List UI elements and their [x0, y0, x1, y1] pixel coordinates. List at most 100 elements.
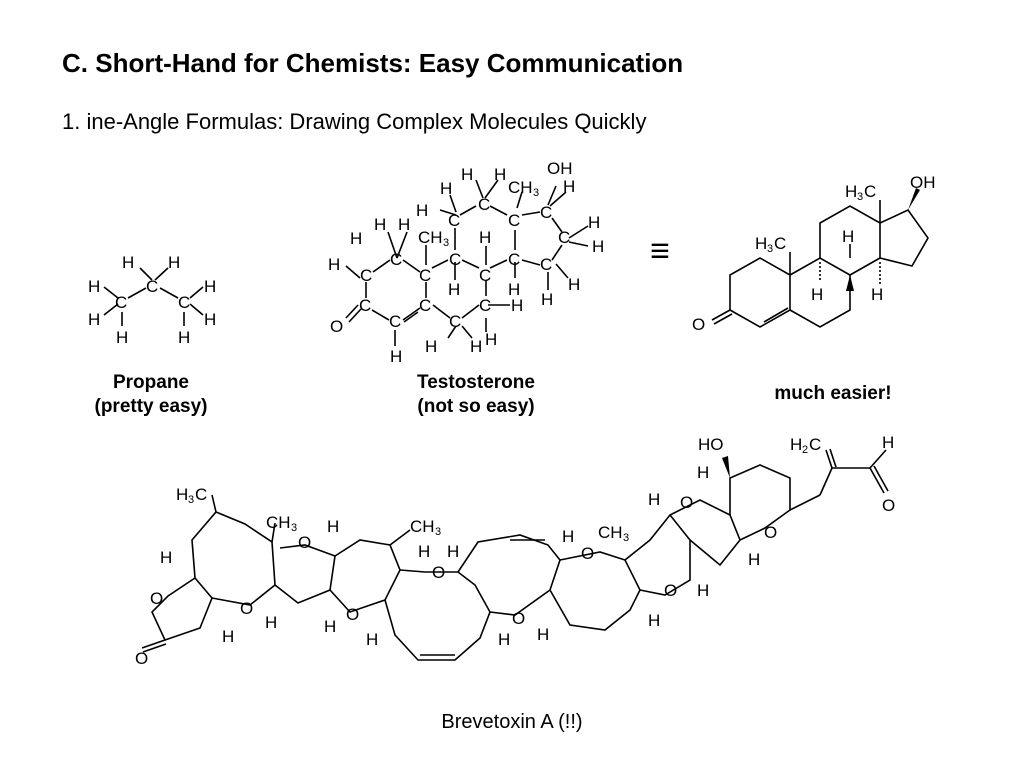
svg-text:H: H	[498, 630, 510, 649]
svg-text:3: 3	[435, 526, 441, 538]
svg-text:C: C	[449, 312, 461, 331]
svg-text:O: O	[432, 563, 445, 582]
svg-text:H: H	[204, 310, 216, 329]
svg-text:C: C	[508, 211, 520, 230]
svg-text:O: O	[298, 533, 311, 552]
svg-text:CH: CH	[410, 517, 435, 536]
line-angle-hydroxyl: OH	[910, 173, 936, 192]
svg-text:C: C	[360, 266, 372, 285]
svg-text:H: H	[882, 433, 894, 452]
slide-title: C. Short-Hand for Chemists: Easy Communi…	[62, 48, 684, 78]
svg-text:2: 2	[802, 444, 808, 456]
svg-text:H: H	[511, 296, 523, 315]
svg-text:O: O	[882, 496, 895, 515]
svg-text:H: H	[697, 463, 709, 482]
svg-text:3: 3	[857, 191, 863, 203]
svg-text:H: H	[537, 625, 549, 644]
svg-text:CH: CH	[598, 523, 623, 542]
testosterone-name: Testosterone	[417, 372, 535, 393]
testosterone-line-angle-structure: O H 3 C H 3 C OH H H H	[692, 173, 936, 334]
svg-text:O: O	[764, 523, 777, 542]
svg-text:CH: CH	[266, 513, 291, 532]
svg-text:H: H	[479, 228, 491, 247]
svg-text:H: H	[374, 215, 386, 234]
propane-structure: C C C H H H H H H H H	[88, 253, 216, 347]
svg-text:O: O	[240, 599, 253, 618]
svg-text:O: O	[680, 493, 693, 512]
svg-text:C: C	[389, 312, 401, 331]
propane-carbon-1: C	[115, 293, 127, 312]
svg-text:H: H	[811, 285, 823, 304]
svg-text:H: H	[648, 490, 660, 509]
svg-text:H: H	[88, 310, 100, 329]
svg-text:H: H	[440, 179, 452, 198]
svg-text:H: H	[168, 253, 180, 272]
svg-text:H: H	[748, 550, 760, 569]
svg-text:H: H	[324, 617, 336, 636]
svg-text:3: 3	[767, 243, 773, 255]
svg-text:H: H	[88, 277, 100, 296]
svg-text:3: 3	[623, 532, 629, 544]
svg-text:CH: CH	[418, 228, 443, 247]
svg-text:HO: HO	[698, 435, 724, 454]
svg-text:3: 3	[291, 522, 297, 534]
propane-carbon-3: C	[178, 293, 190, 312]
svg-text:CH: CH	[508, 178, 533, 197]
svg-text:H: H	[390, 347, 402, 366]
svg-text:C: C	[478, 195, 490, 214]
svg-text:O: O	[346, 605, 359, 624]
svg-text:H: H	[485, 330, 497, 349]
testosterone-expanded-structure: C C C C C C C C C C C C C C C C C O OH C…	[328, 159, 604, 366]
svg-text:H: H	[755, 234, 767, 253]
testosterone-note: (not so easy)	[417, 396, 534, 417]
svg-text:C: C	[864, 182, 876, 201]
svg-text:H: H	[448, 280, 460, 299]
brevetoxin-name: Brevetoxin A (!!)	[441, 711, 582, 733]
svg-text:H: H	[178, 328, 190, 347]
svg-text:C: C	[508, 250, 520, 269]
svg-text:H: H	[160, 548, 172, 567]
svg-text:H: H	[461, 165, 473, 184]
svg-text:H: H	[508, 280, 520, 299]
propane-carbon-2: C	[146, 277, 158, 296]
svg-text:H: H	[222, 627, 234, 646]
svg-text:H: H	[470, 337, 482, 356]
svg-text:H: H	[116, 328, 128, 347]
svg-text:C: C	[479, 266, 491, 285]
svg-text:H: H	[790, 435, 802, 454]
svg-text:H: H	[204, 277, 216, 296]
svg-text:H: H	[697, 581, 709, 600]
svg-text:O: O	[135, 649, 148, 668]
svg-text:H: H	[588, 213, 600, 232]
svg-text:O: O	[512, 609, 525, 628]
svg-text:H: H	[418, 542, 430, 561]
svg-text:H: H	[447, 542, 459, 561]
svg-text:H: H	[568, 275, 580, 294]
equivalence-symbol: ≡	[650, 232, 670, 270]
slide-subtitle: 1. ine-Angle Formulas: Drawing Complex M…	[62, 109, 647, 134]
svg-text:H: H	[350, 229, 362, 248]
svg-text:H: H	[562, 527, 574, 546]
svg-text:H: H	[122, 253, 134, 272]
svg-text:C: C	[774, 234, 786, 253]
svg-text:H: H	[176, 485, 188, 504]
brevetoxin-structure: O O O O O O O O O O O O HO H 2 C H H 3 C…	[135, 433, 895, 668]
svg-text:3: 3	[443, 237, 449, 249]
testosterone-hydroxyl: OH	[547, 159, 573, 178]
svg-text:C: C	[448, 211, 460, 230]
svg-text:O: O	[150, 589, 163, 608]
svg-text:O: O	[664, 581, 677, 600]
svg-text:H: H	[366, 630, 378, 649]
svg-text:H: H	[494, 165, 506, 184]
svg-text:3: 3	[188, 494, 194, 506]
svg-text:3: 3	[533, 187, 539, 199]
svg-text:O: O	[692, 315, 705, 334]
svg-text:H: H	[592, 237, 604, 256]
svg-text:H: H	[425, 337, 437, 356]
svg-text:C: C	[419, 266, 431, 285]
line-angle-note: much easier!	[774, 383, 891, 404]
propane-name: Propane	[113, 372, 189, 393]
svg-text:C: C	[809, 435, 821, 454]
svg-text:H: H	[398, 215, 410, 234]
